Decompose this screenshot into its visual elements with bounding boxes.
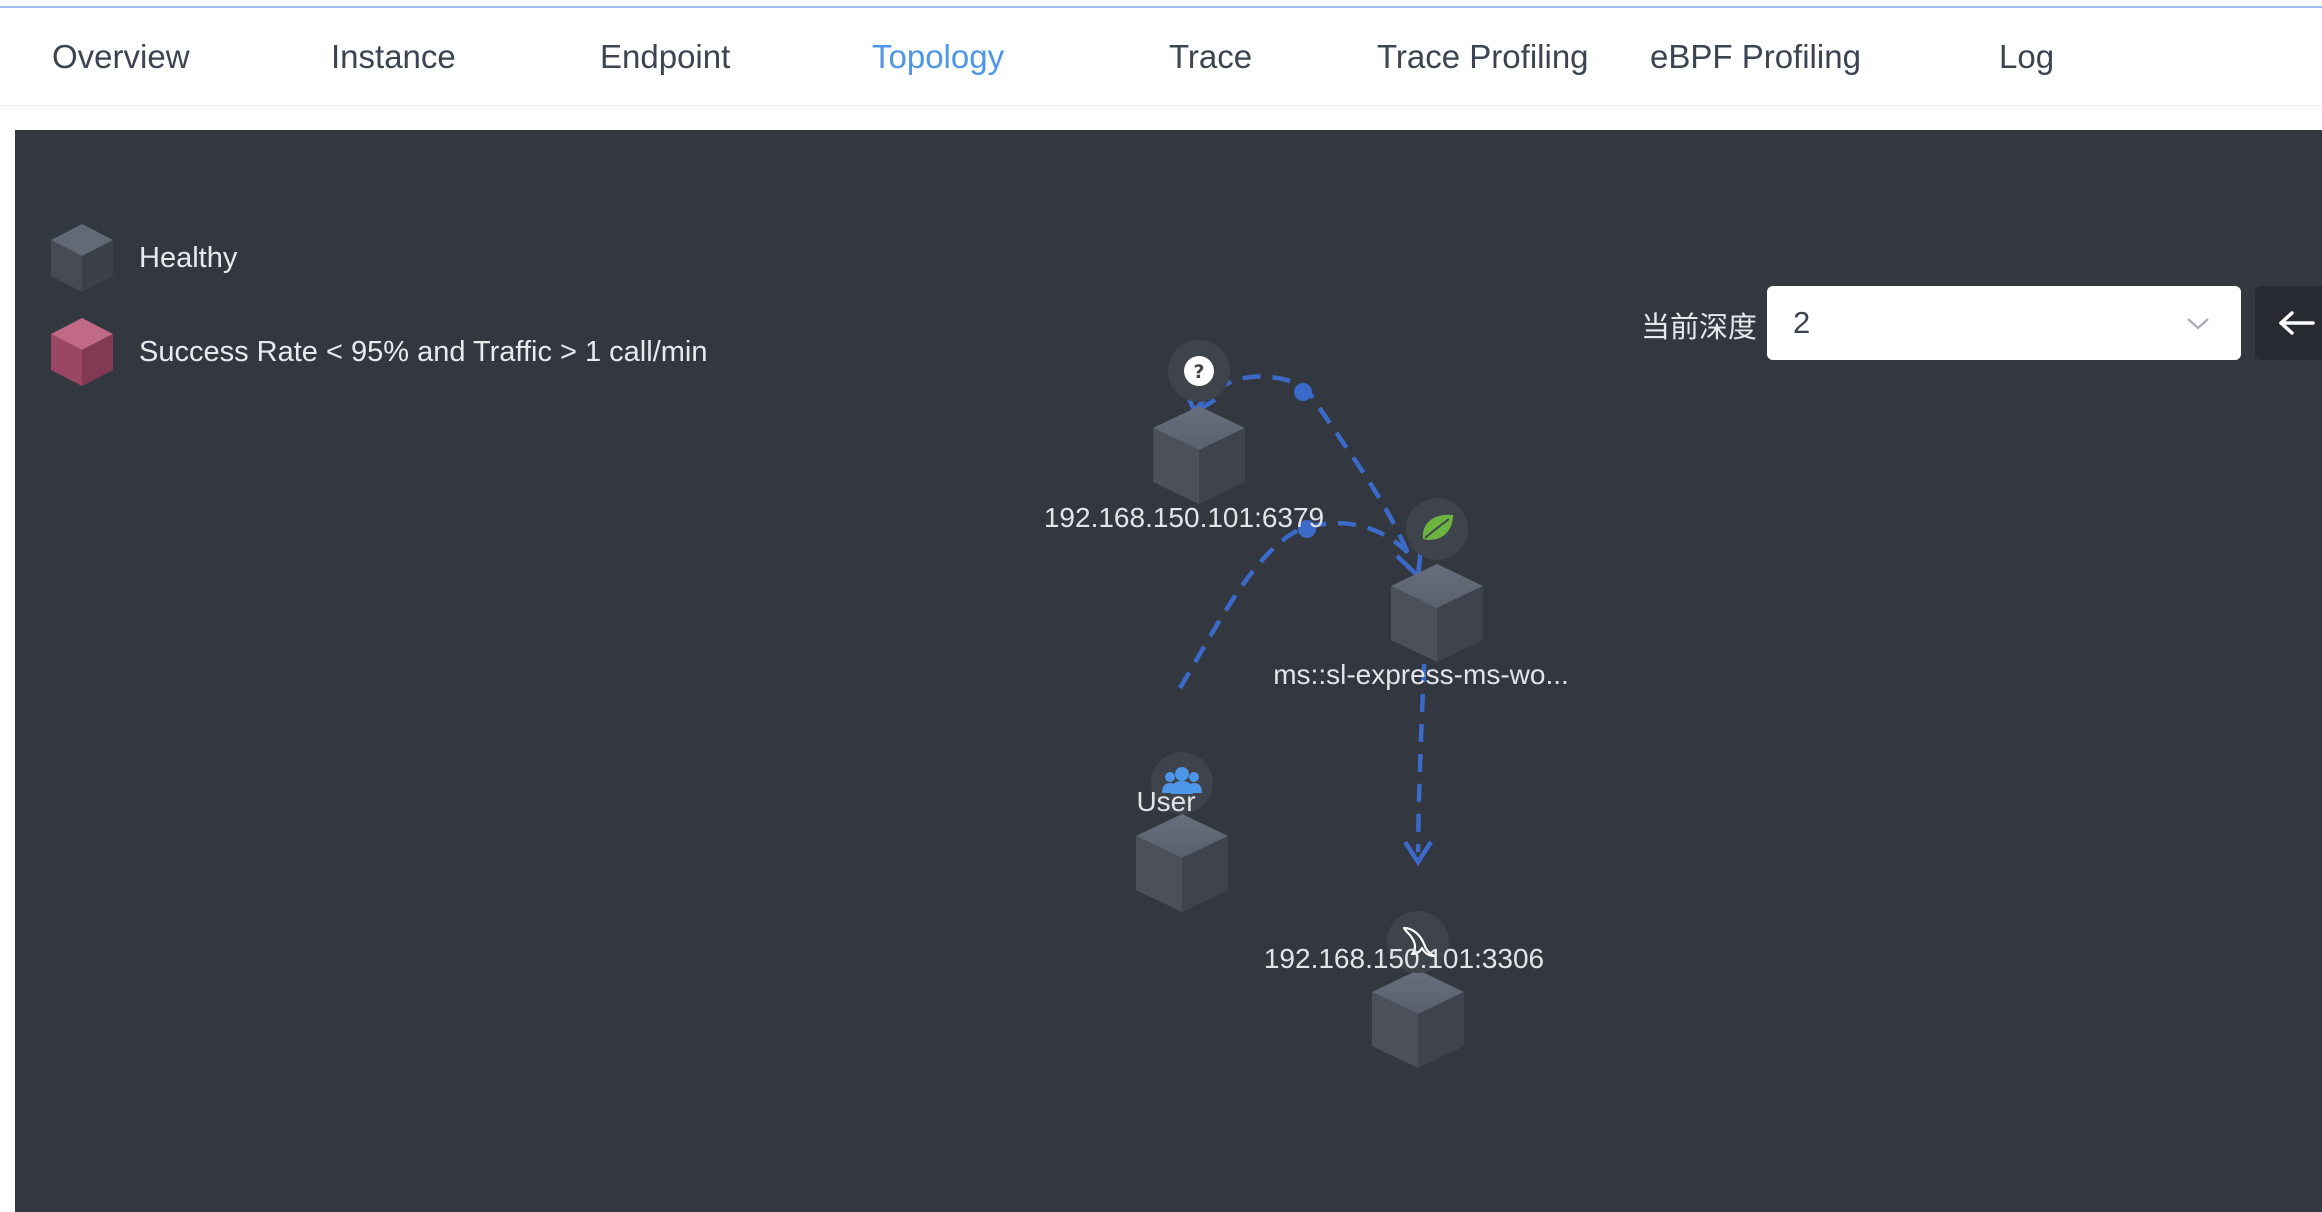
depth-value: 2 xyxy=(1793,305,1811,340)
node-label-mysql: 192.168.150.101:3306 xyxy=(1263,943,1545,974)
node-label-redis: 192.168.150.101:6379 xyxy=(1043,502,1325,533)
topology-canvas[interactable]: Healthy Success Rate < 95% and Traffic >… xyxy=(15,130,2322,1212)
depth-select[interactable]: 2 xyxy=(1767,286,2241,360)
question-icon: ? xyxy=(1168,340,1230,402)
node-service[interactable] xyxy=(1391,564,1483,662)
back-button[interactable] xyxy=(2255,286,2322,360)
unhealthy-cube-icon xyxy=(51,318,113,386)
tab-ebpf-profiling[interactable]: eBPF Profiling xyxy=(1650,38,1861,75)
mysql-dolphin-icon xyxy=(1387,911,1449,973)
tab-endpoint[interactable]: Endpoint xyxy=(600,38,731,75)
edge-midpoint-dot[interactable] xyxy=(1294,383,1312,401)
users-icon xyxy=(1151,752,1213,814)
tab-topology[interactable]: Topology xyxy=(872,38,1005,75)
tab-bar: Overview Instance Endpoint Topology Trac… xyxy=(0,8,2322,106)
top-accent-line xyxy=(0,0,2322,8)
node-label-user: User xyxy=(1136,786,1196,817)
tab-overview[interactable]: Overview xyxy=(52,38,190,75)
edge-midpoint-dot[interactable] xyxy=(1298,520,1316,538)
node-mysql[interactable] xyxy=(1372,970,1464,1068)
spring-leaf-icon xyxy=(1406,498,1468,560)
node-label-service: ms::sl-express-ms-wo... xyxy=(1273,659,1569,690)
legend-unhealthy: Success Rate < 95% and Traffic > 1 call/… xyxy=(49,316,707,388)
chevron-down-icon xyxy=(2187,318,2209,330)
tab-trace-profiling[interactable]: Trace Profiling xyxy=(1377,38,1589,75)
legend-healthy-label: Healthy xyxy=(139,241,238,274)
legend-healthy: Healthy xyxy=(49,222,237,294)
legend-unhealthy-label: Success Rate < 95% and Traffic > 1 call/… xyxy=(139,335,708,368)
node-user[interactable] xyxy=(1136,814,1228,912)
depth-label: 当前深度 xyxy=(1641,310,1758,344)
arrow-left-icon xyxy=(2279,311,2315,335)
tab-instance[interactable]: Instance xyxy=(331,38,456,75)
node-redis[interactable] xyxy=(1153,406,1245,504)
topology-graph: ? xyxy=(1136,340,1483,1068)
healthy-cube-icon xyxy=(51,224,113,292)
tab-log[interactable]: Log xyxy=(1999,38,2055,75)
tab-trace[interactable]: Trace xyxy=(1169,38,1253,75)
svg-text:?: ? xyxy=(1193,361,1204,383)
